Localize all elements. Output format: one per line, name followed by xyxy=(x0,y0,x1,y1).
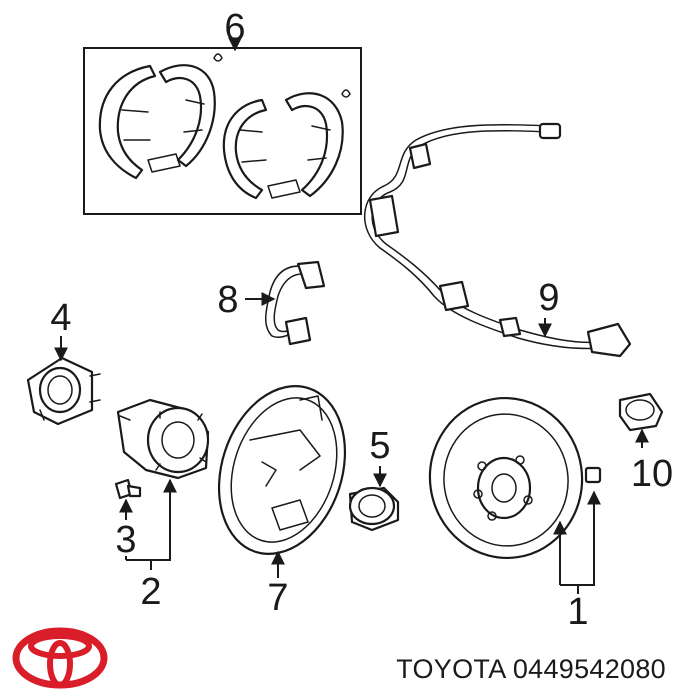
leader-lines xyxy=(54,37,649,594)
callout-3: 3 xyxy=(115,519,136,561)
callout-6: 6 xyxy=(224,7,245,49)
abs-sensor-wire xyxy=(364,122,632,358)
brake-shoe-box xyxy=(83,47,362,215)
hub-bearing xyxy=(116,398,210,480)
callout-1: 1 xyxy=(567,591,588,633)
hub-bolt xyxy=(114,478,142,500)
callout-4: 4 xyxy=(50,297,71,339)
brake-drum xyxy=(428,396,602,560)
part-number-caption: TOYOTA 0449542080 xyxy=(396,654,666,684)
callout-numbers: 6 8 9 4 5 10 3 2 7 1 xyxy=(50,7,673,633)
backing-plate xyxy=(217,385,347,555)
hole-plug xyxy=(618,392,664,432)
callout-5: 5 xyxy=(369,425,390,467)
callout-8: 8 xyxy=(217,279,238,321)
callout-10: 10 xyxy=(631,453,673,495)
callout-2: 2 xyxy=(140,571,161,613)
toyota-logo xyxy=(12,627,108,689)
callout-9: 9 xyxy=(538,277,559,319)
carrier-plate xyxy=(26,356,101,426)
brake-shoe-set xyxy=(83,47,362,215)
callout-7: 7 xyxy=(267,577,288,619)
brake-hose xyxy=(265,260,326,346)
seal-collar xyxy=(348,486,400,532)
